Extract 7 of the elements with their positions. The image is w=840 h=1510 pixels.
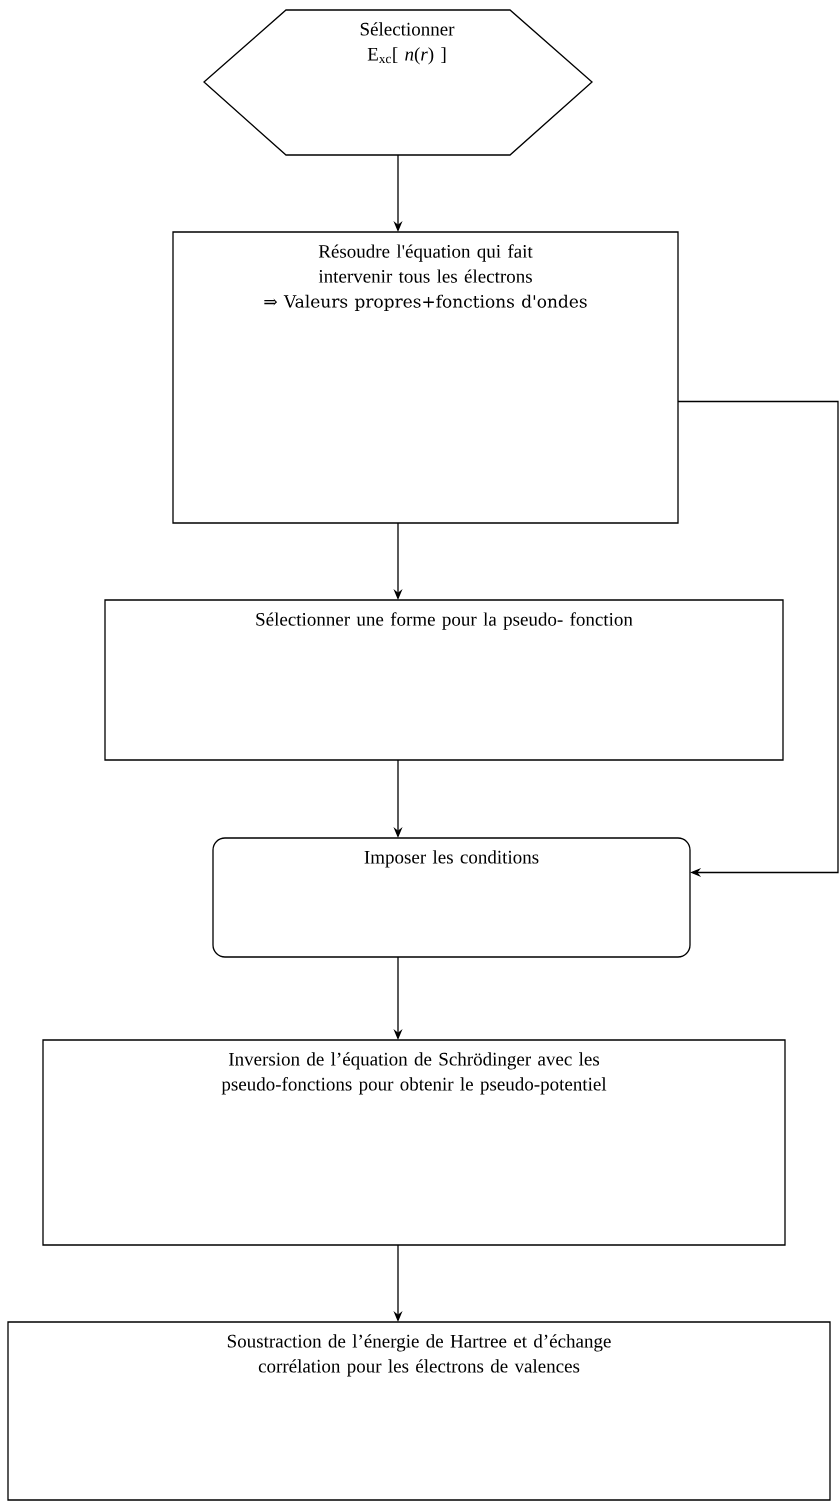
process-box: Inversion de l’équation de Schrödinger avec les pseudo-fonctions pour obtenir le pseudo-potentiel xyxy=(42,1039,786,1246)
preparation-hexagon: Sélectionner E$_{xc}$[ n(r) ] xyxy=(203,9,593,156)
process-box: Sélectionner une forme pour la pseudo- fonction xyxy=(104,599,784,761)
process-box: Soustraction de l’énergie de Hartree et d’échange corrélation pour les électrons de valences xyxy=(7,1321,831,1501)
process-box: Résoudre l'équation qui fait intervenir tous les électrons ⇒ Valeurs propres+fonctions d'ondes xyxy=(172,231,679,524)
arrow xyxy=(677,400,839,878)
rounded-box: Imposer les conditions xyxy=(212,837,691,958)
